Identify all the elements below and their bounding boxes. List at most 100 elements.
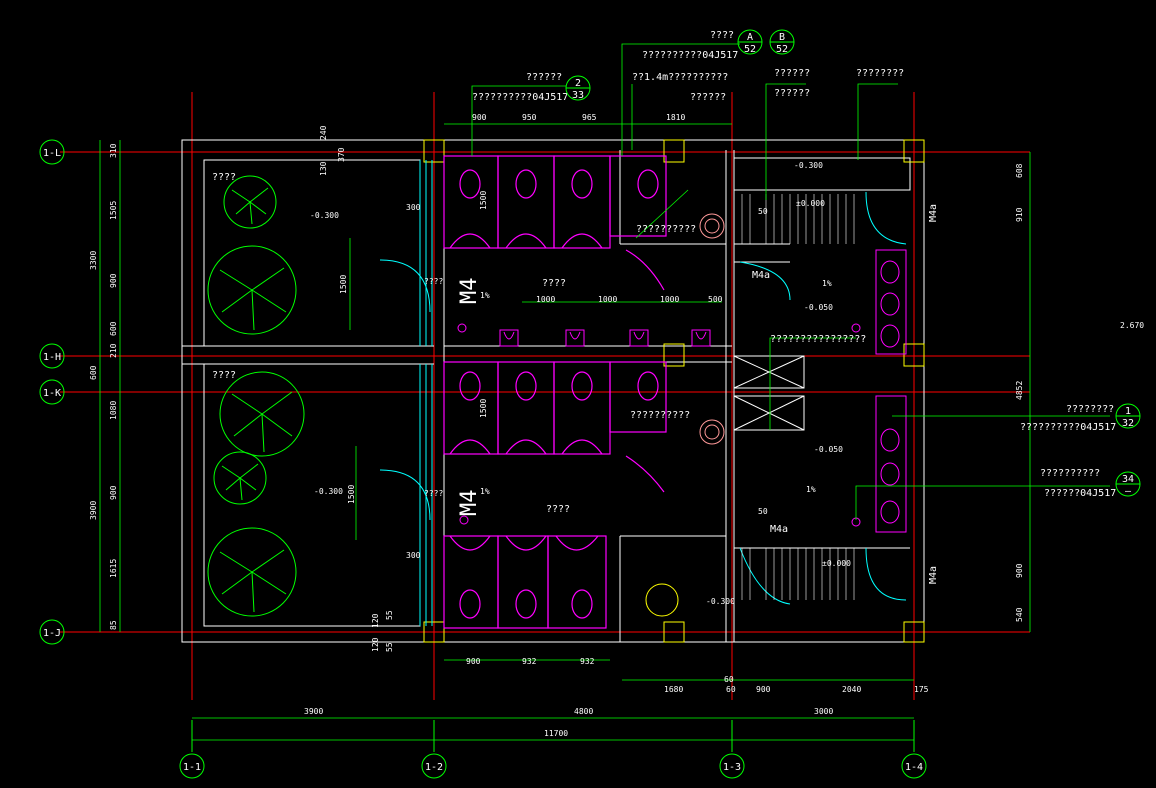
dim-label: 60 xyxy=(726,685,736,694)
dim-label: 4800 xyxy=(574,707,593,716)
dimension-text: 900 950 965 1810 900 932 932 1680 60 60 … xyxy=(304,113,1144,738)
axis-label: 1-H xyxy=(43,352,61,363)
note-text: ???? xyxy=(710,30,734,41)
dim-label: 85 xyxy=(109,620,118,630)
axis-bubble-1-L: 1-L xyxy=(39,139,65,165)
elevation-label: ±0.000 xyxy=(796,199,825,208)
door-tag-m4: M4 xyxy=(457,278,482,305)
dimension-lines xyxy=(99,123,1031,741)
note-text: ??????????04J517 xyxy=(472,92,568,103)
dim-label: 370 xyxy=(337,147,346,162)
dim-label: 210 xyxy=(109,343,118,358)
note-text: ???? xyxy=(212,370,236,381)
dim-label: 4852 xyxy=(1015,381,1024,400)
note-text: ?????????? xyxy=(630,410,690,421)
callout-bubble-2-33: 2 33 xyxy=(565,75,591,101)
dim-label: 60 xyxy=(724,675,734,684)
dim-label: 1000 xyxy=(536,295,555,304)
slope-label: 1% xyxy=(480,291,490,300)
dim-label: 600 xyxy=(89,365,98,380)
note-text: ??1.4m?????????? xyxy=(632,72,728,83)
stair-hatching xyxy=(741,194,855,600)
axis-bubble-1-H: 1-H xyxy=(39,343,65,369)
dim-label: 900 xyxy=(466,657,481,666)
dim-label: 55 xyxy=(385,610,394,620)
dim-label: 1500 xyxy=(347,485,356,504)
dim-label: 1080 xyxy=(109,401,118,420)
axis-label: 1-3 xyxy=(723,762,741,773)
note-text: ??????????04J517 xyxy=(642,50,738,61)
dim-label: 1000 xyxy=(660,295,679,304)
dim-label: 965 xyxy=(582,113,597,122)
dim-label-total: 11700 xyxy=(544,729,568,738)
dim-label: 910 xyxy=(1015,207,1024,222)
dim-label: 932 xyxy=(580,657,595,666)
callout-number: 2 xyxy=(575,78,581,89)
note-text: ???? xyxy=(424,277,443,286)
dim-label: 3900 xyxy=(89,501,98,520)
callout-number: B xyxy=(779,32,785,43)
callout-sheet: 52 xyxy=(744,44,756,55)
note-text: ???????????????? xyxy=(770,334,866,345)
slope-label: 1% xyxy=(822,279,832,288)
dim-label: 3000 xyxy=(814,707,833,716)
note-text: ?????????? xyxy=(636,224,696,235)
tree-icons xyxy=(207,175,305,617)
elevation-label: 2.670 xyxy=(1120,321,1144,330)
dim-label: 50 xyxy=(758,207,768,216)
axis-label: 1-K xyxy=(43,388,61,399)
axis-label: 1-L xyxy=(43,148,61,159)
dim-label: 900 xyxy=(472,113,487,122)
axis-label: 1-4 xyxy=(905,762,923,773)
toilet-cubicles-middle xyxy=(443,361,667,493)
callout-bubble-34: 34 — xyxy=(1115,471,1141,497)
note-text: ???? xyxy=(212,172,236,183)
axis-bubble-1-4: 1-4 xyxy=(901,720,927,779)
callout-number: A xyxy=(747,32,753,43)
dim-label: 50 xyxy=(758,507,768,516)
dim-label: 608 xyxy=(1015,163,1024,178)
urinals xyxy=(499,329,711,347)
elevation-label: -0.050 xyxy=(804,303,833,312)
slope-label: 1% xyxy=(480,487,490,496)
dim-label: 3300 xyxy=(89,251,98,270)
note-text: ???????? xyxy=(856,68,904,79)
dim-label: 1500 xyxy=(479,191,488,210)
dim-label: 1505 xyxy=(109,201,118,220)
note-text: ?????????? xyxy=(1040,468,1100,479)
axis-label: 1-J xyxy=(43,628,61,639)
toilet-cubicles-top xyxy=(443,155,667,291)
dim-label: 900 xyxy=(756,685,771,694)
callout-number: 34 xyxy=(1122,474,1134,485)
dim-label: 500 xyxy=(708,295,723,304)
wash-basins xyxy=(457,249,907,533)
dim-label: 950 xyxy=(522,113,537,122)
note-text: ???????? xyxy=(1066,404,1114,415)
dim-label: 900 xyxy=(1015,563,1024,578)
dim-label: 900 xyxy=(109,273,118,288)
toilet-cubicles-bottom xyxy=(443,535,607,629)
glass-partition xyxy=(379,160,907,626)
dim-label: 1680 xyxy=(664,685,683,694)
axis-bubble-1-2: 1-2 xyxy=(421,720,447,779)
callout-bubble-1-32: 1 32 xyxy=(1115,403,1141,429)
note-text: ?????? xyxy=(690,92,726,103)
dim-label: 55 xyxy=(385,642,394,652)
dim-label: 1500 xyxy=(339,275,348,294)
dim-label: 900 xyxy=(109,485,118,500)
axis-bubble-1-1: 1-1 xyxy=(179,720,205,779)
dim-label: 300 xyxy=(406,203,421,212)
annotation-text: ?????? ??????????04J517 ???? ??????????0… xyxy=(212,30,1116,606)
axis-bubble-1-K: 1-K xyxy=(39,379,65,405)
dim-label: 1000 xyxy=(598,295,617,304)
door-tag-m4a: M4a xyxy=(928,566,939,584)
elevation-label: ±0.000 xyxy=(822,559,851,568)
door-tag-m4a: M4a xyxy=(752,270,770,281)
vertical-dimension-text: 3300 600 3900 310 1505 900 600 210 1080 … xyxy=(89,125,1024,652)
elevation-label: -0.050 xyxy=(814,445,843,454)
dim-label: 1500 xyxy=(479,399,488,418)
round-pit-icon xyxy=(645,583,679,617)
callout-number: 1 xyxy=(1125,406,1131,417)
